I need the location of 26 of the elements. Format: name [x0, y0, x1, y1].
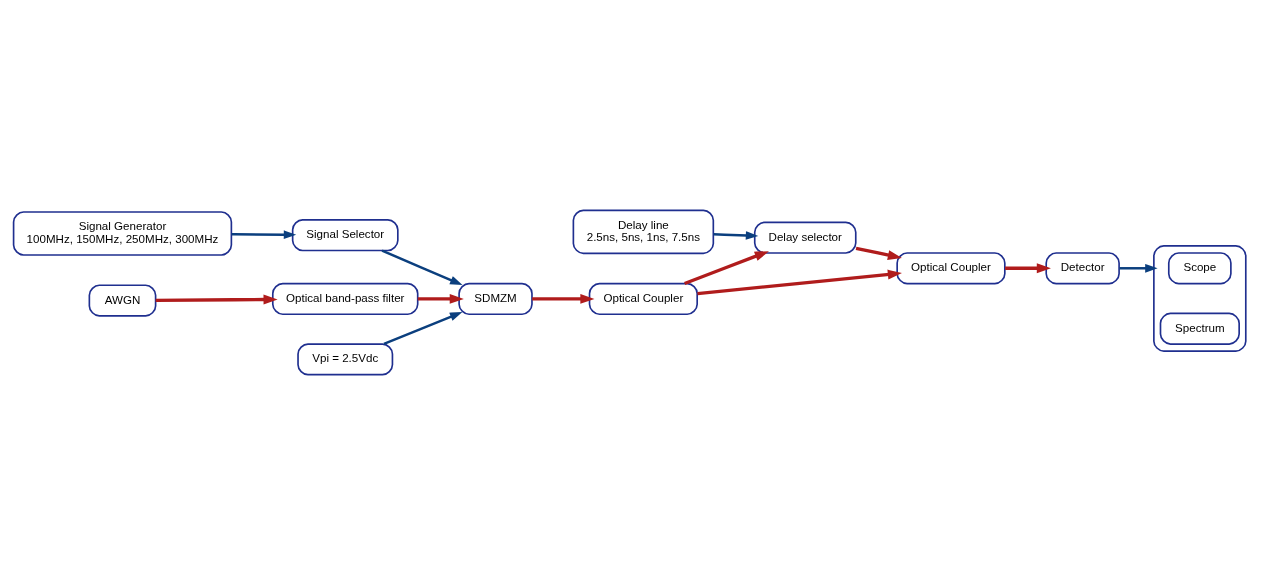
arrow	[1119, 263, 1158, 273]
node-box: Signal Selector	[291, 219, 399, 252]
arrow	[417, 293, 464, 304]
arrow	[1005, 263, 1051, 274]
node-box: Signal Generator 100MHz, 150MHz, 250MHz, 300MHz	[12, 211, 233, 256]
arrow	[383, 312, 463, 346]
node-box: Optical band-pass filter	[271, 282, 419, 316]
arrow	[532, 293, 595, 304]
node-box: Spectrum	[1159, 312, 1240, 345]
node-box: Detector	[1045, 252, 1120, 285]
node-box: AWGN	[88, 284, 157, 317]
arrow	[713, 231, 759, 240]
arrow	[381, 249, 463, 286]
arrow	[231, 230, 297, 240]
arrow	[855, 246, 902, 260]
node-box: SDMZM	[458, 282, 533, 316]
node-box: Scope	[1167, 252, 1232, 285]
cluster	[1153, 245, 1247, 352]
node-box: Delay selector	[753, 221, 857, 254]
arrow	[684, 251, 769, 285]
node-box: Optical Coupler	[588, 282, 698, 316]
arrow	[155, 294, 278, 305]
node-box: Optical Coupler	[896, 252, 1006, 285]
node-box: Vpi = 2.5Vdc	[297, 343, 394, 376]
arrow	[697, 269, 902, 296]
node-box: Delay line 2.5ns, 5ns, 1ns, 7.5ns	[572, 209, 715, 255]
